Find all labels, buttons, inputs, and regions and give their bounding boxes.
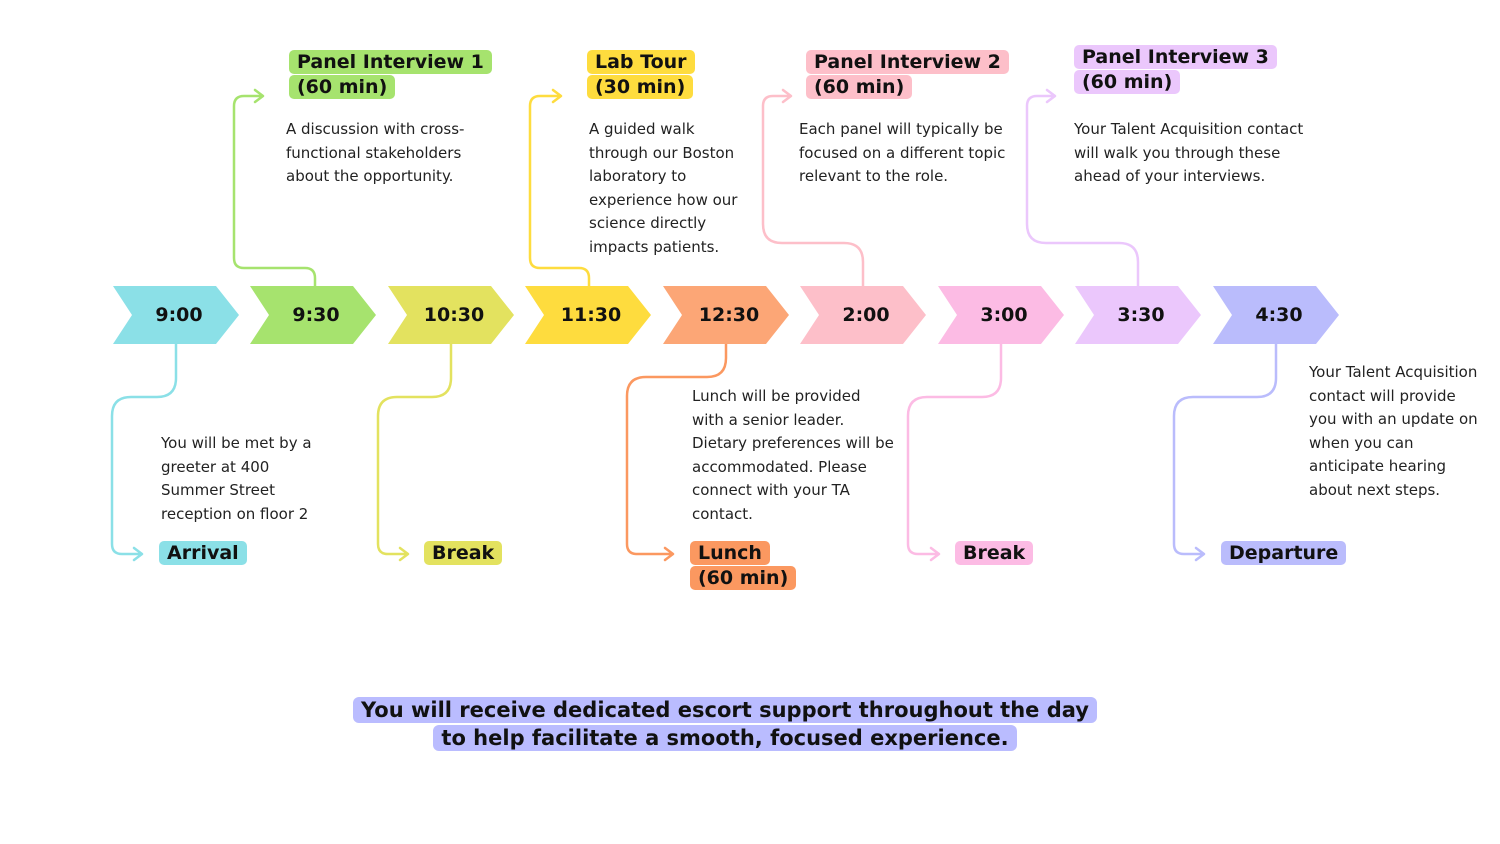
time-label: 3:00 (980, 304, 1028, 326)
event-tag-departure: Departure (1221, 541, 1347, 566)
event-description-lab-tour: A guided walk through our Boston laborat… (589, 120, 738, 256)
event-tag-panel-interview-2: Panel Interview 2 (60 min) (806, 50, 1009, 100)
time-chevron-3-30: 3:30 (1075, 286, 1201, 344)
event-tag-break-2: Break (955, 541, 1034, 566)
event-title: Break (424, 541, 503, 565)
event-title: Panel Interview 3 (1074, 45, 1277, 69)
time-label: 4:30 (1255, 304, 1303, 326)
connector-panel2 (761, 88, 865, 290)
time-label: 2:00 (842, 304, 890, 326)
time-chevron-4-30: 4:30 (1213, 286, 1339, 344)
event-title: Lab Tour (587, 50, 695, 74)
event-title: Lunch (690, 541, 770, 565)
event-duration: (60 min) (1074, 70, 1181, 94)
event-title: Departure (1221, 541, 1347, 565)
time-label: 9:30 (292, 304, 340, 326)
event-duration: (30 min) (587, 75, 694, 99)
time-chevron-9-00: 9:00 (113, 286, 239, 344)
connector-lab-tour (528, 88, 591, 290)
escort-support-banner: You will receive dedicated escort suppor… (320, 697, 1130, 752)
connector-break1 (376, 342, 453, 562)
time-chevron-12-30: 12:30 (663, 286, 789, 344)
banner-line-2: to help facilitate a smooth, focused exp… (433, 724, 1017, 751)
time-chevron-11-30: 11:30 (525, 286, 651, 344)
connector-departure (1172, 342, 1278, 562)
event-description-lunch: Lunch will be provided with a senior lea… (692, 387, 894, 523)
event-duration: (60 min) (289, 75, 396, 99)
time-chevron-2-00: 2:00 (800, 286, 926, 344)
event-title: Arrival (159, 541, 247, 565)
event-tag-lab-tour: Lab Tour (30 min) (587, 50, 695, 100)
event-title: Panel Interview 2 (806, 50, 1009, 74)
event-description-panel-interview-2: Each panel will typically be focused on … (799, 120, 1006, 185)
event-duration: (60 min) (806, 75, 913, 99)
time-chevron-9-30: 9:30 (250, 286, 376, 344)
connector-break2 (906, 342, 1003, 562)
event-title: Panel Interview 1 (289, 50, 492, 74)
time-chevron-3-00: 3:00 (938, 286, 1064, 344)
banner-line-1: You will receive dedicated escort suppor… (353, 697, 1097, 723)
time-label: 10:30 (423, 304, 485, 326)
event-description-arrival: You will be met by a greeter at 400 Summ… (161, 434, 312, 523)
event-tag-break-1: Break (424, 541, 503, 566)
connector-lunch (625, 342, 728, 562)
connector-panel1 (232, 88, 317, 290)
time-label: 9:00 (155, 304, 203, 326)
time-label: 3:30 (1117, 304, 1165, 326)
connector-panel3 (1025, 88, 1140, 290)
time-label: 12:30 (698, 304, 760, 326)
connector-arrival (110, 342, 178, 562)
event-tag-panel-interview-3: Panel Interview 3 (60 min) (1074, 45, 1277, 95)
time-chevron-10-30: 10:30 (388, 286, 514, 344)
event-description-departure: Your Talent Acquisition contact will pro… (1309, 363, 1478, 499)
event-description-panel-interview-1: A discussion with cross-functional stake… (286, 120, 465, 185)
event-description-panel-interview-3: Your Talent Acquisition contact will wal… (1074, 120, 1304, 185)
event-tag-lunch: Lunch (60 min) (690, 541, 797, 591)
event-tag-panel-interview-1: Panel Interview 1 (60 min) (289, 50, 492, 100)
time-label: 11:30 (560, 304, 622, 326)
event-duration: (60 min) (690, 566, 797, 590)
event-tag-arrival: Arrival (159, 541, 247, 566)
event-title: Break (955, 541, 1034, 565)
